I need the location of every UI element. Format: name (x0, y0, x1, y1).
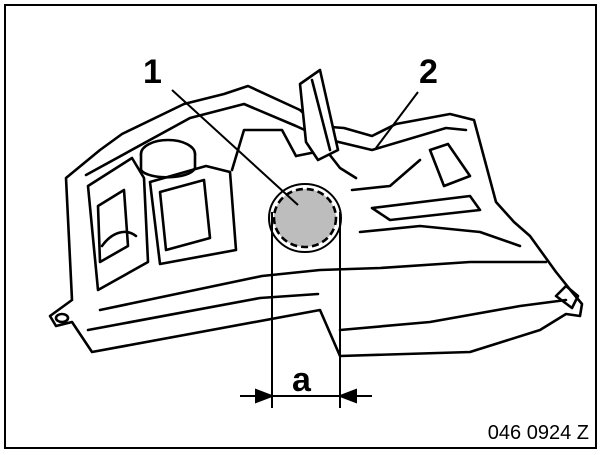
mounting-hole (54, 312, 70, 324)
panel-tab (428, 142, 472, 188)
rect-recess (158, 178, 212, 252)
callout-1: 1 (143, 53, 162, 91)
dimension-label-a: a (292, 361, 311, 399)
dimension-a (240, 212, 372, 408)
panel-crease (98, 260, 548, 312)
callout-2: 2 (419, 53, 438, 91)
storage-recess (96, 188, 130, 264)
panel-crease (338, 298, 568, 332)
panel-slot (370, 194, 482, 222)
storage-recess (86, 156, 150, 292)
upper-bracket (298, 68, 340, 162)
panel-notch (554, 284, 580, 310)
panel-outline (48, 84, 584, 358)
figure-id: 046 0924 Z (487, 422, 589, 444)
leader-line-2 (375, 91, 419, 149)
leader-line-1 (171, 89, 299, 206)
panel-crease (86, 292, 320, 332)
rect-recess (148, 164, 238, 266)
marked-circle (268, 183, 342, 253)
